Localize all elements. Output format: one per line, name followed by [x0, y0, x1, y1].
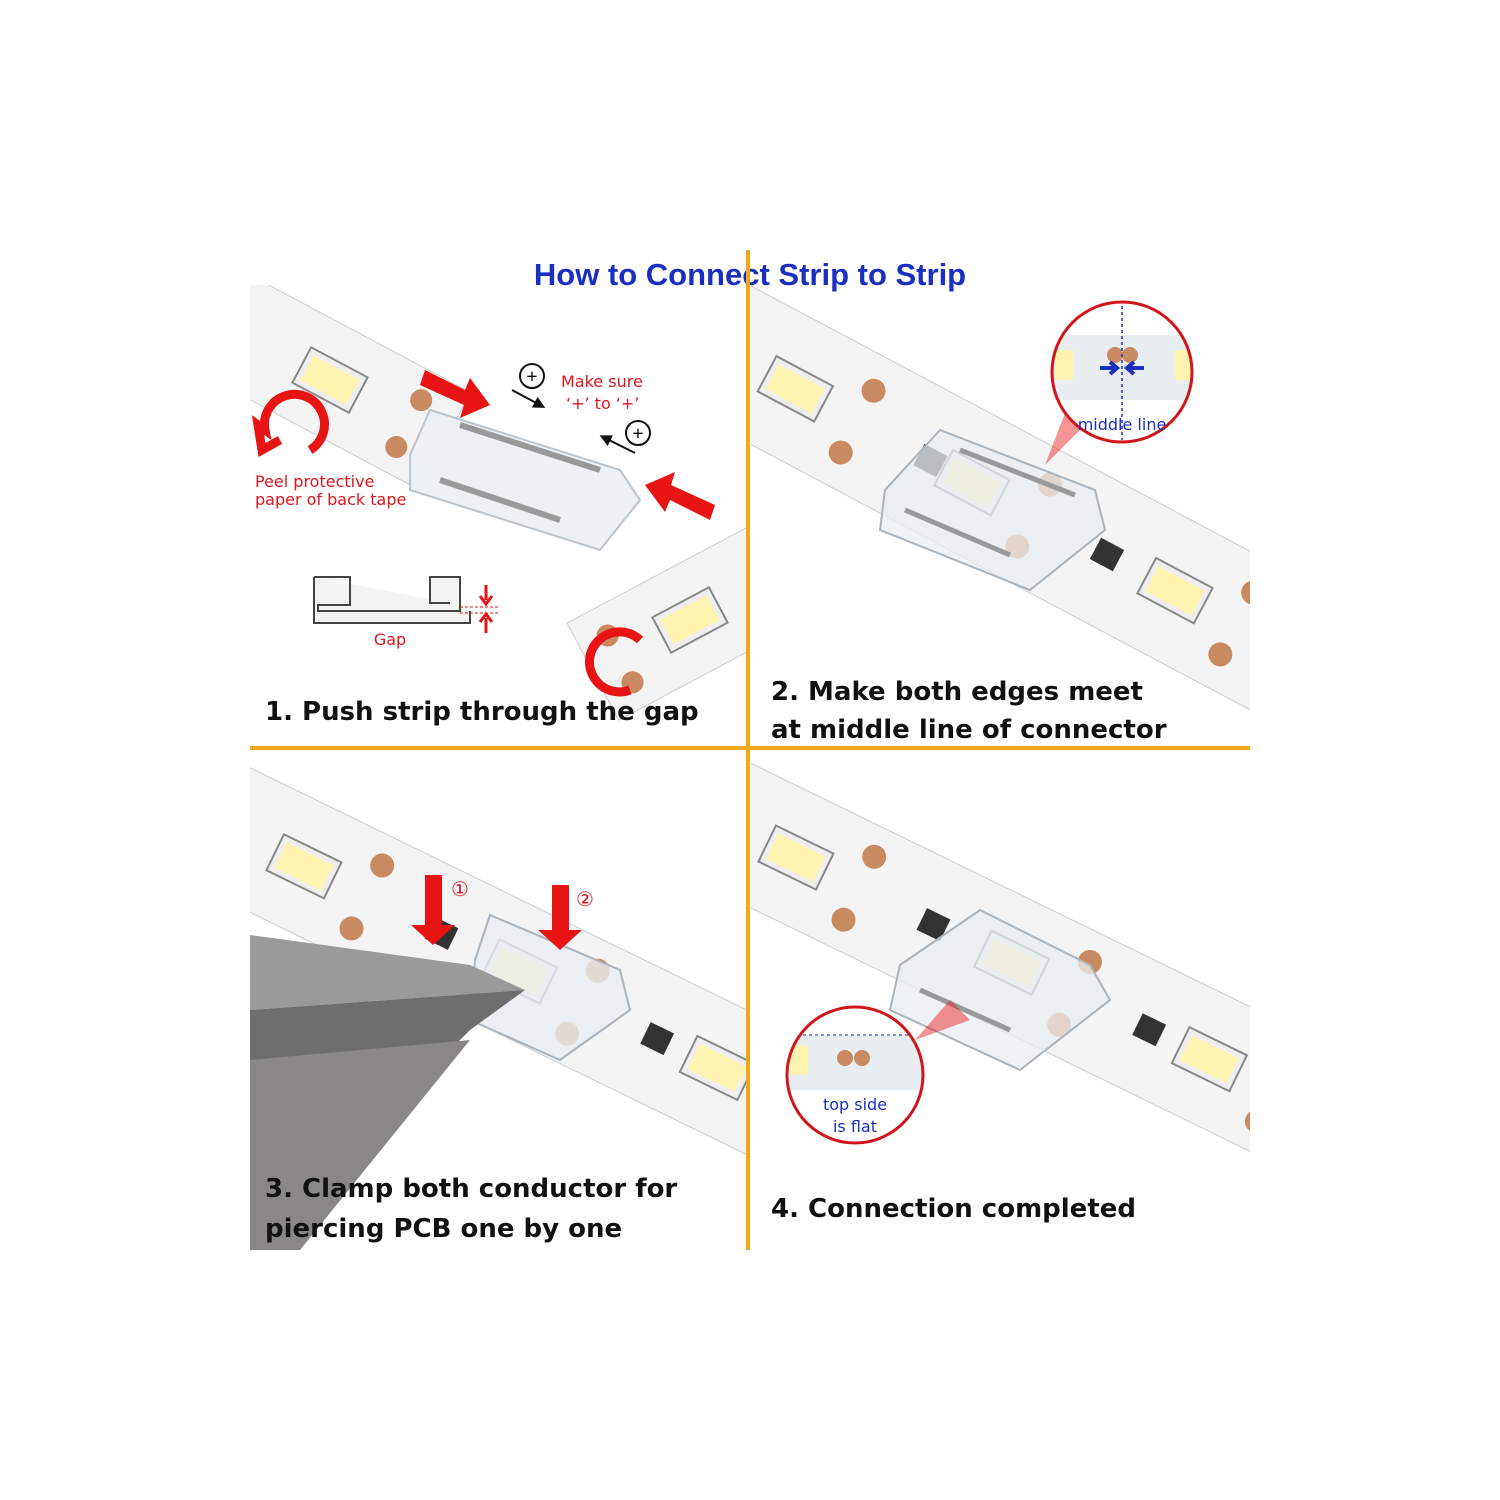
- peel-note-line2: paper of back tape: [255, 490, 406, 509]
- svg-text:+: +: [632, 423, 643, 445]
- pliers: [250, 935, 525, 1250]
- step-3-panel: ① ② 3. Clamp both conductor for piercing…: [250, 751, 747, 1250]
- strip-connector: [409, 408, 642, 552]
- step-3-caption-line2: piercing PCB one by one: [265, 1214, 622, 1244]
- step-4-caption: 4. Connection completed: [771, 1194, 1136, 1224]
- step-3-caption-line1: 3. Clamp both conductor for: [265, 1174, 677, 1204]
- step-1-caption: 1. Push strip through the gap: [265, 697, 699, 727]
- step-1-panel: + + Make sure ‘+’ to ‘+’ Peel protective…: [250, 285, 747, 727]
- step-2-caption-line1: 2. Make both edges meet: [771, 677, 1143, 707]
- red-arrow-icon: [420, 370, 490, 418]
- strip-connector: [888, 908, 1112, 1072]
- peel-arrow-icon: [251, 389, 329, 458]
- step-2-caption-line2: at middle line of connector: [771, 715, 1167, 745]
- plus-polarity-icon: +: [511, 363, 546, 408]
- peel-note-line1: Peel protective: [255, 472, 374, 491]
- step-number-1: ①: [451, 877, 469, 901]
- make-sure-note: Make sure: [561, 372, 643, 391]
- press-arrow-icon-2: [538, 885, 582, 950]
- top-side-inset: top side is flat: [785, 1005, 925, 1145]
- step-4-panel: top side is flat 4. Connection completed: [751, 751, 1250, 1224]
- middle-line-inset: middle line: [1050, 300, 1194, 444]
- press-arrow-icon-1: [411, 875, 455, 945]
- peel-arrow-icon: [585, 627, 644, 697]
- red-arrow-icon: [645, 472, 715, 520]
- strip-connector: [878, 428, 1107, 592]
- polarity-note: ‘+’ to ‘+’: [566, 394, 639, 413]
- plus-polarity-icon: +: [599, 420, 651, 454]
- inset-label-line2: is flat: [833, 1117, 877, 1136]
- gap-label: Gap: [374, 630, 406, 649]
- inset-label: middle line: [1078, 415, 1167, 434]
- gap-cross-section: [313, 576, 500, 633]
- zoom-pointer: [915, 1000, 970, 1040]
- strip-connector: [468, 913, 632, 1062]
- horizontal-divider: [250, 746, 1250, 750]
- inset-label-line1: top side: [823, 1095, 887, 1114]
- step-2-panel: middle line 2. Make both edges meet at m…: [751, 285, 1250, 745]
- svg-text:+: +: [526, 366, 537, 388]
- step-number-2: ②: [576, 887, 594, 911]
